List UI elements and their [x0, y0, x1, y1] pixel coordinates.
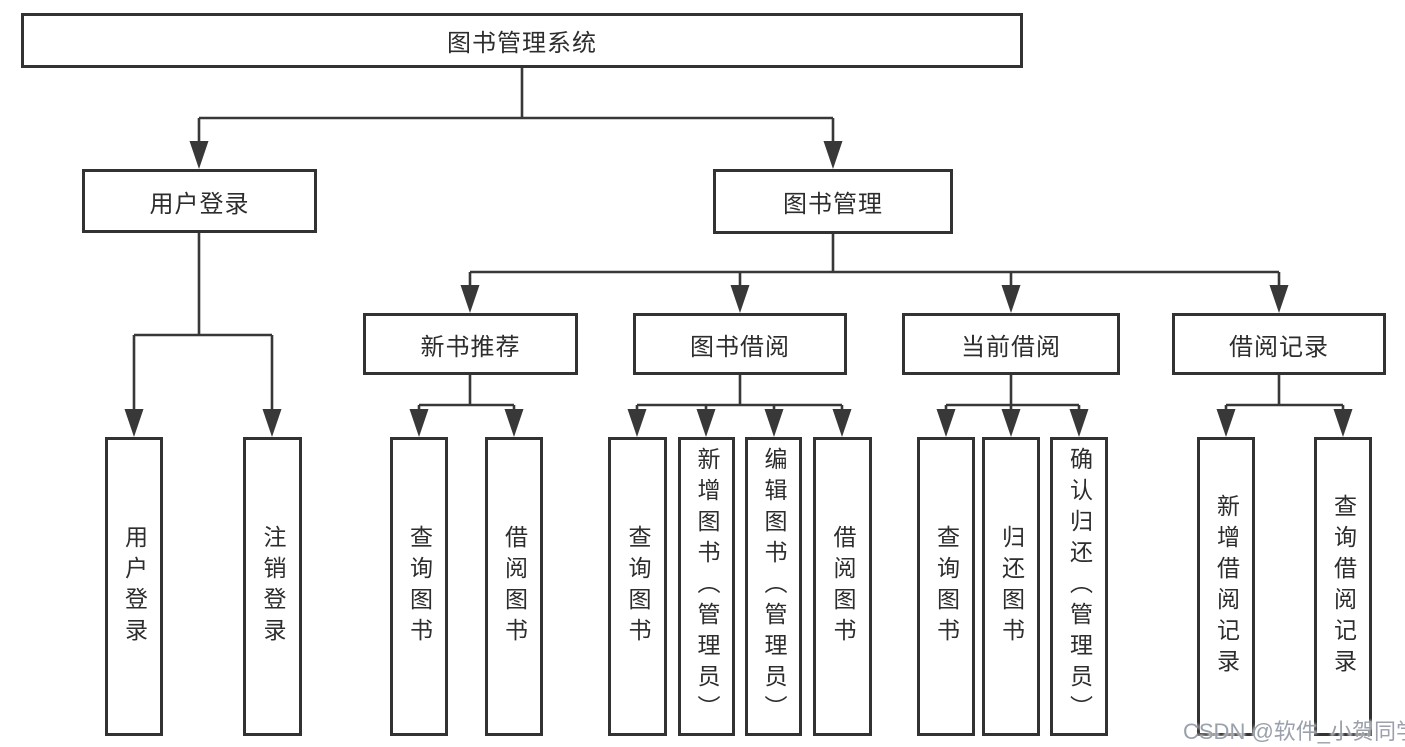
leaf-current-query-books: 查询图书 — [917, 437, 975, 736]
leaf-borrow-borrow-books: 借阅图书 — [813, 437, 872, 736]
connector-borrow-records-branch — [1216, 375, 1353, 437]
connector-book-mgmt-branch — [460, 234, 1289, 313]
leaf-borrow-edit-books-admin: 编辑图书（管理员） — [745, 437, 802, 736]
leaf-records-add-borrow-record: 新增借阅记录 — [1197, 437, 1255, 736]
node-borrowing-records: 借阅记录 — [1172, 313, 1386, 375]
node-new-book-recommend: 新书推荐 — [363, 313, 578, 375]
leaf-current-return-books: 归还图书 — [982, 437, 1040, 736]
leaf-logout-login: 注销登录 — [243, 437, 302, 736]
leaf-user-login: 用户登录 — [105, 437, 163, 736]
connector-book-borrow-branch — [627, 375, 852, 437]
node-book-borrowing: 图书借阅 — [633, 313, 847, 375]
leaf-newbooks-query-books: 查询图书 — [390, 437, 448, 736]
leaf-newbooks-borrow-books: 借阅图书 — [485, 437, 543, 736]
connector-user-login-branch — [124, 233, 282, 437]
node-book-management: 图书管理 — [713, 169, 953, 234]
watermark: CSDN @软件_小贺同学 — [1183, 719, 1405, 744]
leaf-borrow-add-books-admin: 新增图书（管理员） — [678, 437, 735, 736]
connector-root-to-level2 — [189, 68, 843, 169]
connector-new-books-branch — [409, 375, 524, 437]
connector-current-borrow-branch — [936, 375, 1089, 437]
leaf-borrow-query-books: 查询图书 — [608, 437, 667, 736]
node-current-borrowing: 当前借阅 — [902, 313, 1120, 375]
leaf-records-query-borrow-record: 查询借阅记录 — [1314, 437, 1372, 736]
node-root-library-management-system: 图书管理系统 — [21, 13, 1023, 68]
node-user-login: 用户登录 — [82, 169, 317, 233]
leaf-current-confirm-return-admin: 确认归还（管理员） — [1050, 437, 1108, 736]
